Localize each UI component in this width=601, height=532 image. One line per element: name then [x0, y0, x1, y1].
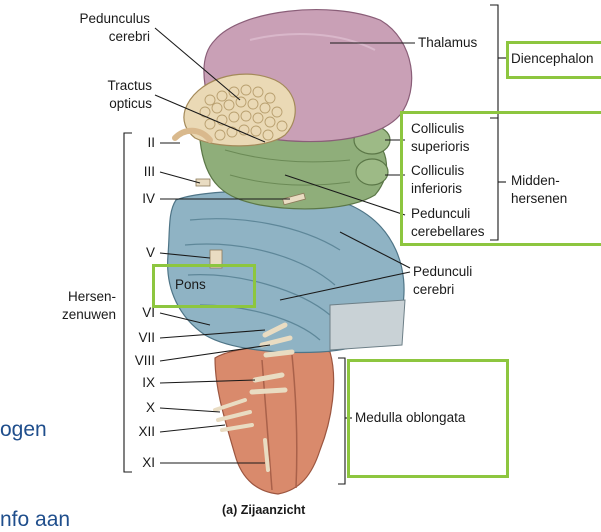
label-line: Tractus	[107, 78, 152, 93]
label-line: Colliculis	[411, 121, 465, 136]
nerve-label-ix: IX	[142, 375, 155, 390]
label-line: cerebri	[413, 282, 455, 297]
label-line: cerebri	[108, 29, 150, 44]
label-pedunculi-cerebellares: Pedunculi cerebellares	[411, 205, 485, 241]
figure-caption: (a) Zijaanzicht	[222, 503, 306, 517]
nerve-label-iv: IV	[142, 191, 155, 206]
label-line: opticus	[109, 96, 152, 111]
background-text-line2: nfo aan	[0, 508, 71, 531]
nerve-label-v: V	[145, 245, 155, 260]
nerve-label-iii: III	[143, 164, 155, 179]
highlight-box-midbrain	[400, 111, 601, 246]
nerve-label-x: X	[145, 400, 155, 415]
label-medulla-oblongata: Medulla oblongata	[355, 410, 466, 425]
label-line: Colliculis	[411, 163, 465, 178]
highlight-box-diencephalon	[506, 41, 601, 79]
label-line: zenuwen	[61, 307, 116, 322]
colliculus-inferior-shape	[355, 158, 389, 186]
nerve-label-ii: II	[147, 135, 155, 150]
nerve-label-vii: VII	[138, 330, 155, 345]
label-pedunculus-cerebri: Pedunculus cerebri	[60, 10, 150, 46]
label-thalamus: Thalamus	[418, 35, 478, 50]
label-line: hersenen	[511, 191, 568, 206]
label-line: inferioris	[411, 181, 463, 196]
label-line: Pedunculi	[413, 264, 473, 279]
label-colliculis-inferioris: Colliculis inferioris	[411, 162, 464, 198]
highlight-box-medulla	[347, 359, 509, 478]
label-line: Pedunculus	[79, 11, 150, 26]
label-line: Midden-	[511, 173, 560, 188]
label-colliculis-superioris: Colliculis superioris	[411, 120, 470, 156]
label-hersenzenuwen: Hersen- zenuwen	[40, 288, 116, 324]
highlight-box-pons	[152, 264, 256, 308]
label-line: Pedunculi	[411, 206, 471, 221]
nerve-label-xii: XII	[138, 424, 155, 439]
label-tractus-opticus: Tractus opticus	[60, 77, 152, 113]
nerve-label-xi: XI	[142, 455, 155, 470]
label-line: cerebellares	[411, 224, 485, 239]
label-line: Hersen-	[67, 289, 116, 304]
medulla-shape	[214, 345, 335, 495]
label-line: superioris	[411, 139, 470, 154]
label-middenhersenen: Midden- hersenen	[511, 172, 567, 208]
nerve-label-vi: VI	[142, 305, 155, 320]
label-pedunculi-cerebri: Pedunculi cerebri	[413, 263, 472, 299]
nerve-label-viii: VIII	[134, 353, 155, 368]
label-pons: Pons	[175, 277, 206, 292]
label-diencephalon: Diencephalon	[511, 51, 594, 66]
background-text-line1: ogen	[0, 418, 47, 441]
optic-tract-shape	[183, 73, 296, 147]
